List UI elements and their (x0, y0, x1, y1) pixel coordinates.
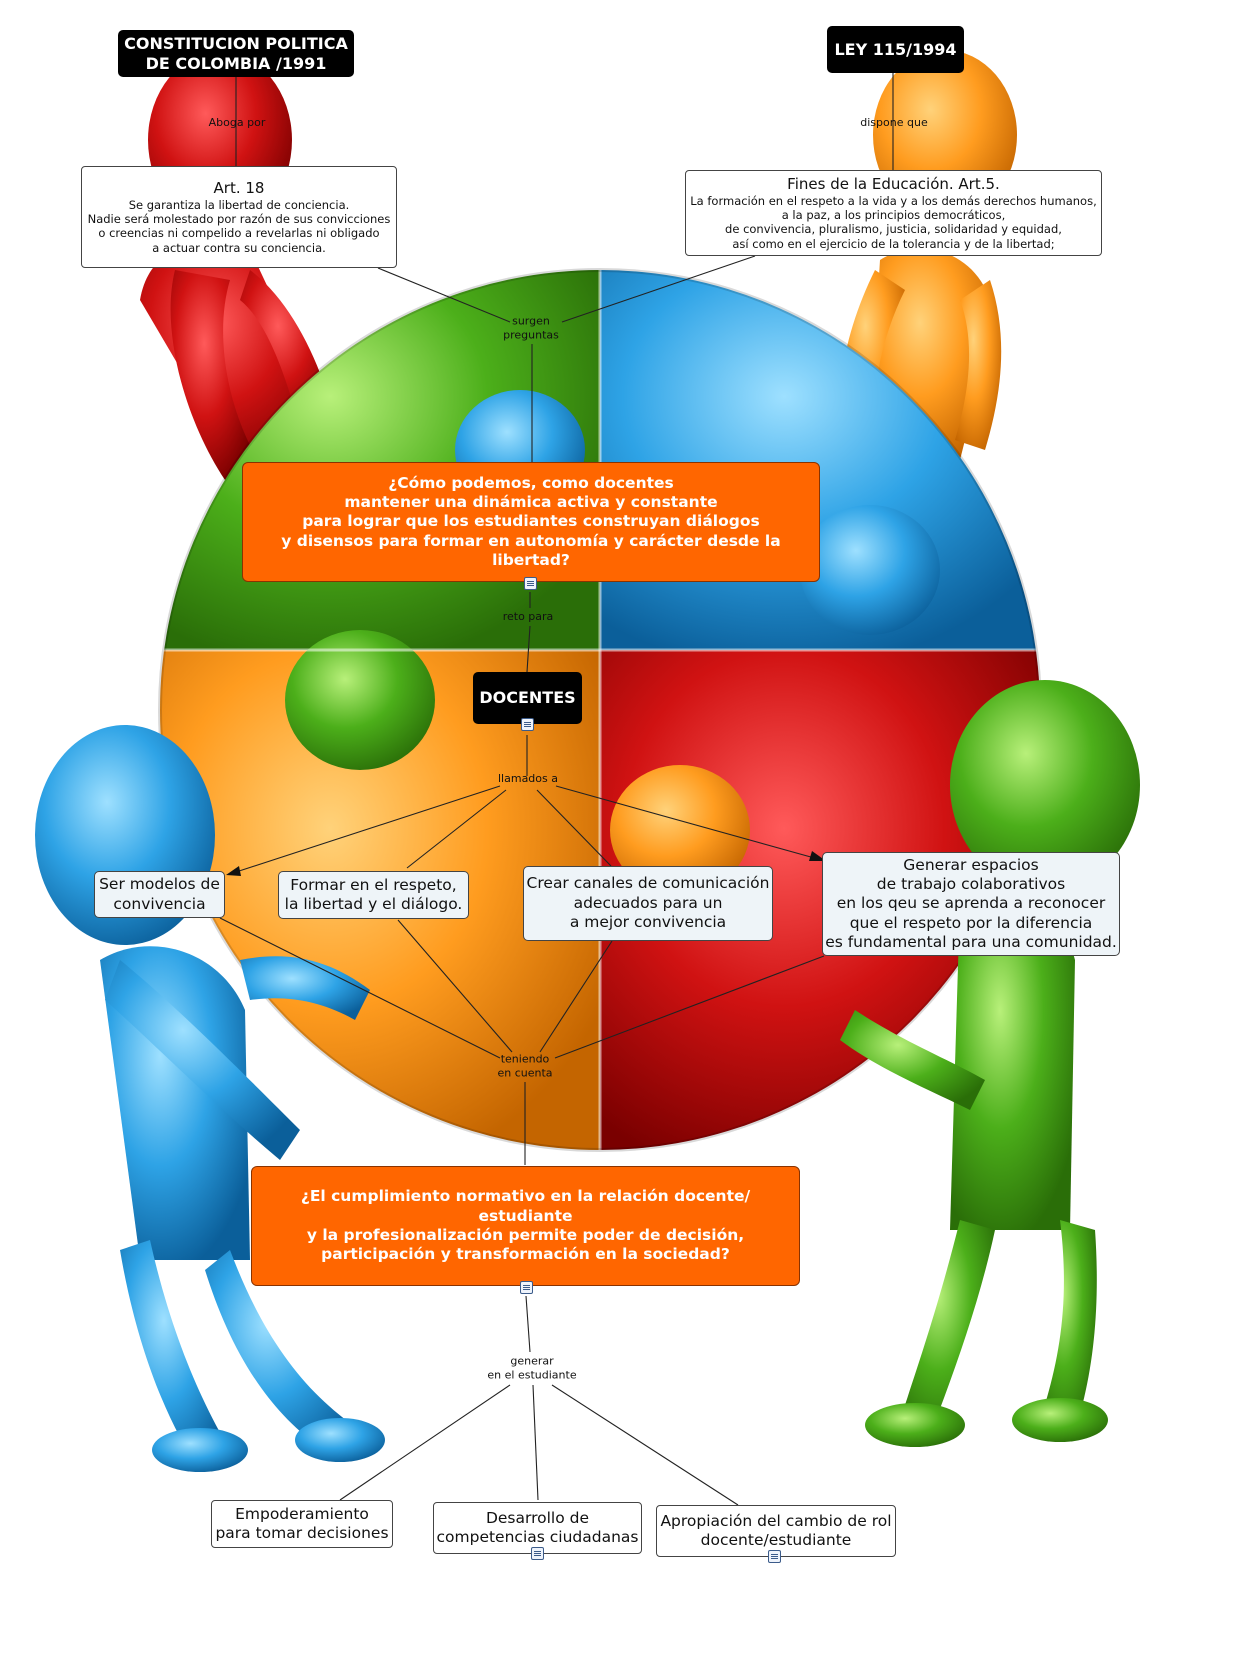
link-label-teniendo: teniendo en cuenta (497, 1052, 553, 1079)
apropiacion-node: Apropiación del cambio de rol docente/es… (656, 1505, 896, 1557)
canales-node: Crear canales de comunicación adecuados … (523, 866, 773, 941)
art18-title: Art. 18 (213, 178, 265, 197)
formar-node: Formar en el respeto, la libertad y el d… (278, 871, 469, 919)
constitucion-node: CONSTITUCION POLITICA DE COLOMBIA /1991 (118, 30, 354, 77)
fines-node: Fines de la Educación. Art.5. La formaci… (685, 170, 1102, 256)
document-icon[interactable] (521, 718, 534, 731)
empoderamiento-node: Empoderamiento para tomar decisiones (211, 1500, 393, 1548)
document-icon[interactable] (524, 577, 537, 590)
link-label-aboga: Aboga por (208, 116, 266, 130)
fines-text: La formación en el respeto a la vida y a… (690, 193, 1097, 251)
link-label-generar: generar en el estudiante (487, 1354, 577, 1381)
espacios-node: Generar espacios de trabajo colaborativo… (822, 852, 1120, 956)
document-icon[interactable] (768, 1550, 781, 1563)
arrow-heads (226, 851, 826, 876)
link-label-reto: reto para (502, 610, 554, 624)
ley-node: LEY 115/1994 (827, 26, 964, 73)
fines-title: Fines de la Educación. Art.5. (787, 174, 1000, 193)
pregunta-docentes-node: ¿Cómo podemos, como docentes mantener un… (242, 462, 820, 582)
document-icon[interactable] (531, 1547, 544, 1560)
link-label-dispone: dispone que (860, 116, 928, 130)
document-icon[interactable] (520, 1281, 533, 1294)
link-label-llamados: llamados a (498, 772, 558, 786)
link-label-surgen: surgen preguntas (503, 314, 559, 341)
modelos-node: Ser modelos de convivencia (94, 871, 225, 918)
green-figure (840, 680, 1140, 1447)
pregunta-normativa-node: ¿El cumplimiento normativo en la relació… (251, 1166, 800, 1286)
connector-lines (219, 72, 894, 1506)
blue-figure (35, 725, 385, 1472)
art18-text: Se garantiza la libertad de conciencia. … (87, 197, 391, 255)
docentes-node: DOCENTES (473, 672, 582, 724)
desarrollo-node: Desarrollo de competencias ciudadanas (433, 1502, 642, 1554)
art18-node: Art. 18 Se garantiza la libertad de conc… (81, 166, 397, 268)
